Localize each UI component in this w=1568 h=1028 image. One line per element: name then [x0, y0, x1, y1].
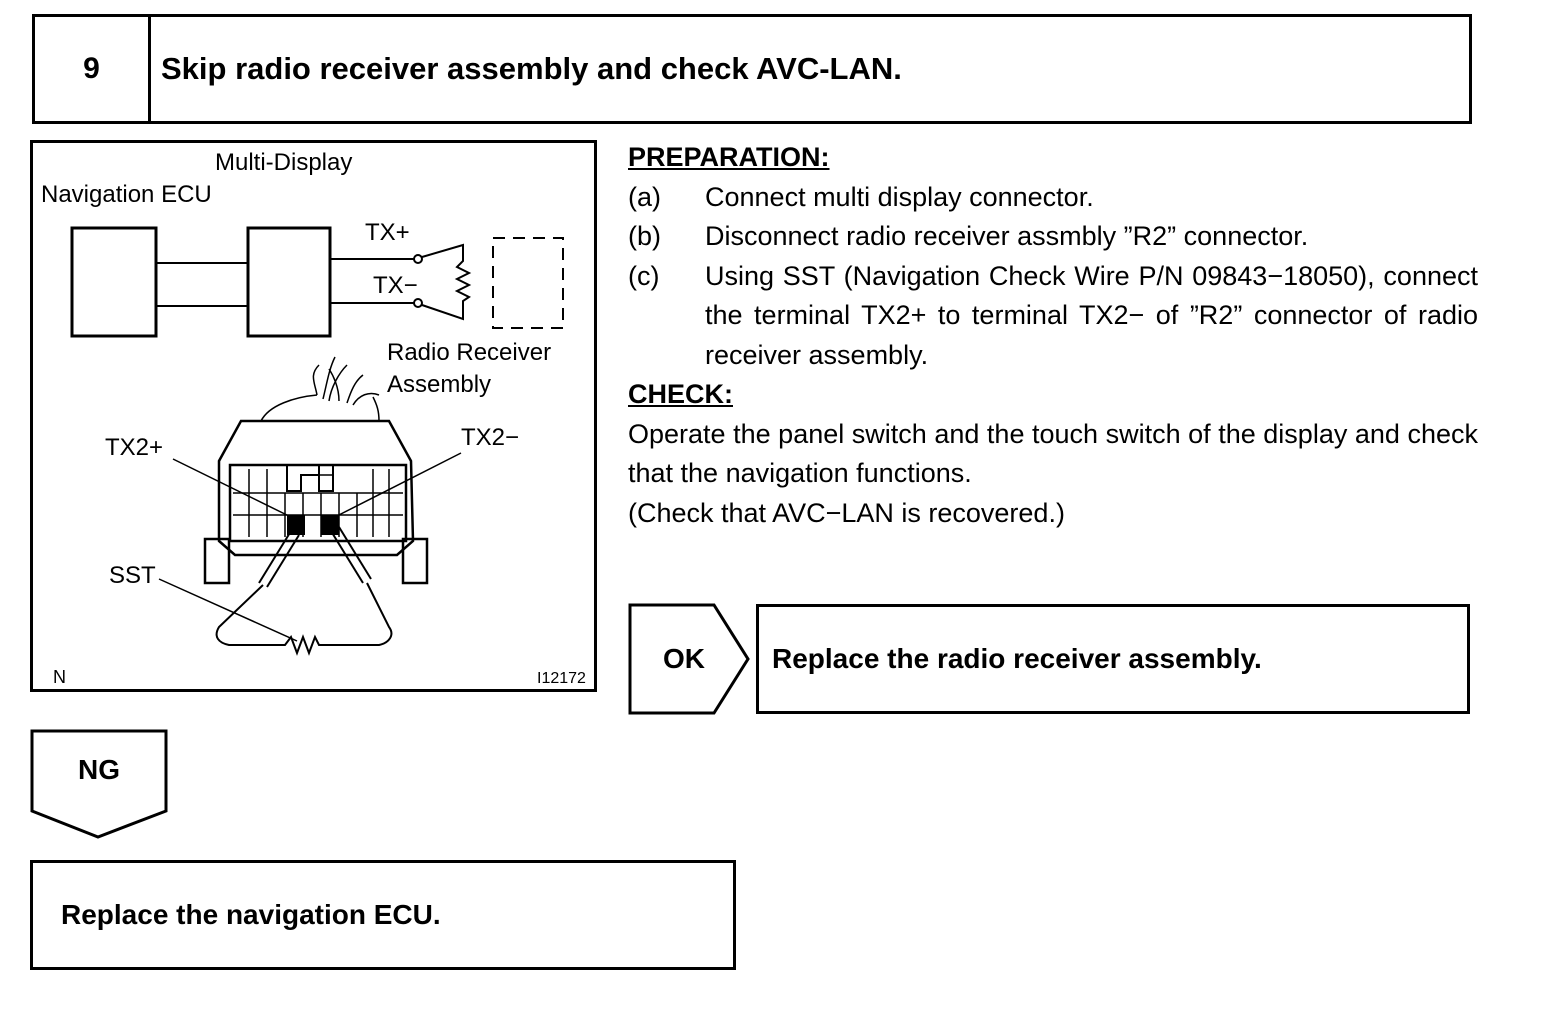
item-letter: (c) [628, 260, 660, 291]
r2-connector [203, 419, 429, 585]
navigation-ecu-block [70, 226, 158, 338]
label-tx2-plus: TX2+ [105, 434, 163, 461]
check-instruction: Operate the panel switch and the touch s… [628, 418, 1478, 489]
list-item: (c) Using SST (Navigation Check Wire P/N… [628, 257, 1478, 376]
list-item: (a) Connect multi display connector. [628, 178, 1478, 218]
label-radio-receiver: Radio Receiver [387, 339, 551, 366]
item-text: Disconnect radio receiver assmbly ”R2” c… [705, 221, 1309, 251]
radio-receiver-dashed-block [492, 237, 564, 329]
ng-label: NG [78, 754, 120, 785]
list-item: (b) Disconnect radio receiver assmbly ”R… [628, 217, 1478, 257]
step-number: 9 [35, 17, 151, 121]
label-navigation-ecu: Navigation ECU [41, 181, 212, 208]
tx2-plus-cavity [287, 515, 305, 535]
ng-arrow-shape [30, 729, 168, 839]
item-letter: (b) [628, 221, 661, 251]
preparation-heading: PREPARATION: [628, 142, 830, 172]
ok-arrow-shape [628, 603, 750, 715]
ng-result-box: Replace the navigation ECU. [30, 860, 736, 970]
ok-label: OK [663, 643, 705, 674]
termination-resistor [421, 243, 472, 321]
wire-harness [260, 356, 380, 422]
multi-display-block [246, 226, 332, 338]
label-multi-display: Multi-Display [215, 149, 352, 176]
tx-minus-terminal [413, 298, 423, 308]
wiring-diagram: Multi-Display Navigation ECU TX+ TX− Rad… [41, 149, 586, 687]
step-title: Skip radio receiver assembly and check A… [161, 51, 902, 86]
figure-id: I12172 [537, 670, 586, 687]
item-text: Connect multi display connector. [705, 181, 1094, 212]
label-tx-plus: TX+ [365, 219, 410, 246]
tx-plus-terminal [413, 254, 423, 264]
sst-check-wire [215, 526, 393, 656]
item-text: Using SST (Navigation Check Wire P/N 098… [705, 260, 1478, 370]
ok-result-box: Replace the radio receiver assembly. [756, 604, 1470, 714]
label-tx-minus: TX− [373, 272, 418, 299]
wiring-diagram-figure: Multi-Display Navigation ECU TX+ TX− Rad… [30, 140, 597, 692]
label-sst: SST [109, 562, 156, 589]
check-note: (Check that AVC−LAN is recovered.) [628, 497, 1065, 528]
tx2-minus-leader [330, 452, 462, 520]
instructions: PREPARATION: (a) Connect multi display c… [628, 138, 1478, 533]
tx2-minus-cavity [321, 515, 339, 535]
check-heading: CHECK: [628, 379, 733, 409]
item-letter: (a) [628, 181, 661, 212]
step-header: 9 Skip radio receiver assembly and check… [32, 14, 1472, 124]
corner-code: N [53, 667, 66, 687]
label-tx2-minus: TX2− [461, 424, 519, 451]
label-assembly: Assembly [387, 371, 491, 398]
tx2-plus-leader [172, 458, 296, 520]
sst-leader [158, 578, 298, 642]
